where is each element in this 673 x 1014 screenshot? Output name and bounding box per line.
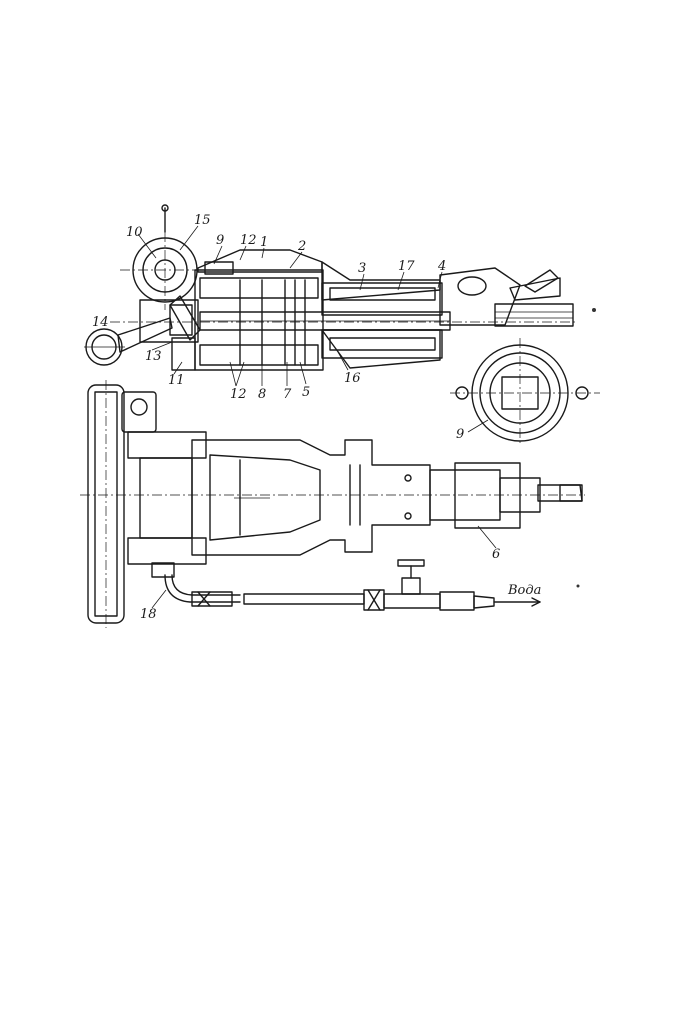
callout-6: 6 [492, 547, 500, 562]
callout-10: 10 [126, 225, 143, 240]
cross-section-view: 9 [450, 338, 600, 445]
callout-1: 1 [260, 235, 268, 250]
callout-3: 3 [358, 261, 366, 276]
callout-12-bottom: 12 [230, 387, 247, 402]
callout-9-section: 9 [456, 427, 464, 442]
callout-12-top: 12 [240, 233, 257, 248]
water-label: Вода [507, 583, 541, 598]
callout-17: 17 [398, 259, 415, 274]
callout-4: 4 [437, 259, 446, 274]
callout-5: 5 [302, 385, 310, 400]
callout-2: 2 [297, 239, 306, 254]
callout-18: 18 [140, 607, 157, 622]
callout-14: 14 [92, 315, 109, 330]
callout-16: 16 [344, 371, 361, 386]
main-body [192, 440, 430, 555]
front-chuck: 6 [430, 463, 582, 562]
callout-15: 15 [194, 213, 211, 228]
callout-7: 7 [283, 387, 292, 402]
sectional-view: 10 15 9 12 1 2 3 17 4 14 13 11 12 8 7 5 … [84, 205, 575, 402]
front-barrel [322, 262, 573, 368]
callout-11: 11 [168, 373, 185, 388]
callouts-top: 10 15 9 12 1 2 3 17 4 14 13 11 12 8 7 5 … [92, 213, 446, 402]
callout-8: 8 [258, 387, 266, 402]
water-hose: 18 Вода [140, 560, 541, 622]
vertical-handle [88, 380, 156, 628]
callout-9: 9 [216, 233, 224, 248]
valve-handle [398, 560, 424, 566]
callout-13: 13 [145, 349, 162, 364]
